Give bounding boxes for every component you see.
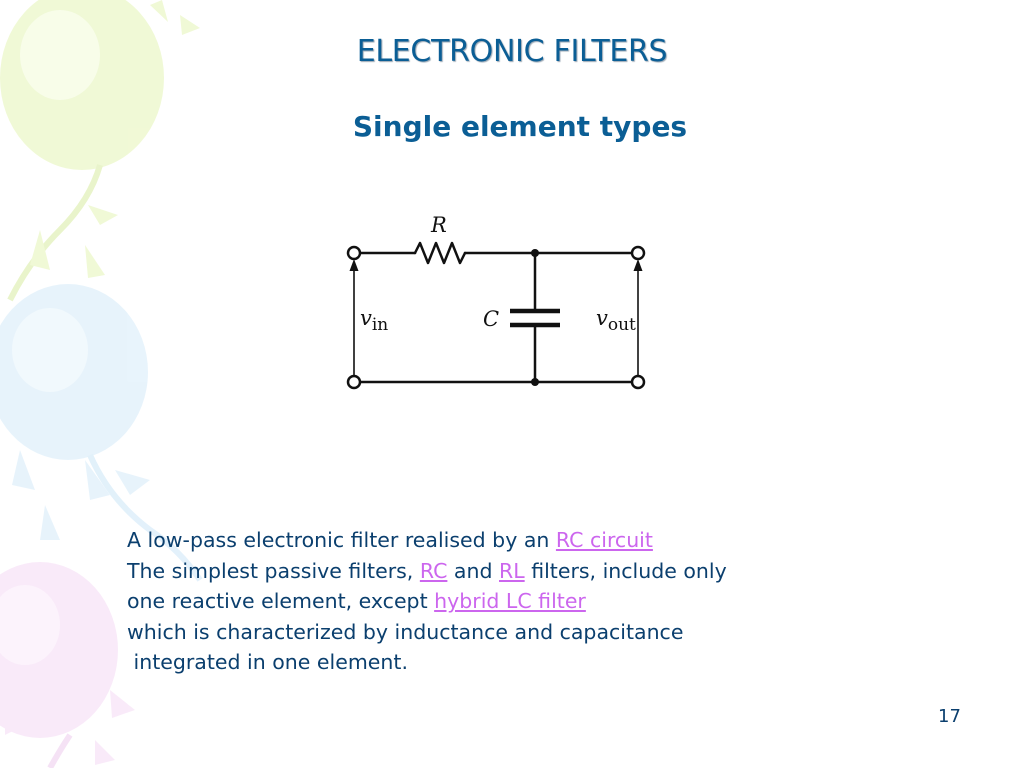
- rc-link[interactable]: RC: [419, 558, 448, 583]
- capacitor-label: C: [483, 307, 499, 331]
- resistor-label: R: [430, 213, 447, 237]
- vin-arrow-head: [349, 259, 359, 271]
- slide-body-text: A low-pass electronic filter realised by…: [127, 525, 927, 678]
- slide-title: ELECTRONIC FILTERS: [356, 34, 668, 69]
- body-line-4: which is characterized by inductance and…: [127, 619, 684, 644]
- junction-dot-bottom: [531, 378, 539, 386]
- body-line-1: A low-pass electronic filter realised by…: [127, 528, 653, 552]
- output-terminal-top: [630, 245, 646, 261]
- slide-subtitle: Single element types: [352, 110, 688, 143]
- rc-circuit-link[interactable]: RC circuit: [555, 528, 653, 552]
- body-line-5: integrated in one element.: [127, 650, 408, 674]
- green-balloon: [0, 0, 200, 302]
- hybrid-lc-filter-link[interactable]: hybrid LC filter: [434, 589, 586, 613]
- body-line-2: The simplest passive filters, RC and RL …: [127, 558, 727, 583]
- junction-dot-top: [531, 249, 539, 257]
- body-line-3: one reactive element, except hybrid LC f…: [127, 589, 586, 613]
- input-terminal-bottom: [346, 374, 362, 390]
- vout-label: vout: [596, 306, 636, 335]
- input-terminal-top: [346, 245, 362, 261]
- pink-balloon: [0, 562, 135, 768]
- rc-lowpass-circuit-diagram: R C vin vout: [346, 213, 646, 390]
- rl-link[interactable]: RL: [499, 558, 525, 583]
- page-number: 17: [938, 706, 961, 727]
- blue-balloon: [0, 284, 203, 582]
- vin-label: vin: [360, 306, 388, 335]
- resistor-zigzag: [413, 241, 467, 265]
- output-terminal-bottom: [630, 374, 646, 390]
- vout-arrow-head: [633, 259, 643, 271]
